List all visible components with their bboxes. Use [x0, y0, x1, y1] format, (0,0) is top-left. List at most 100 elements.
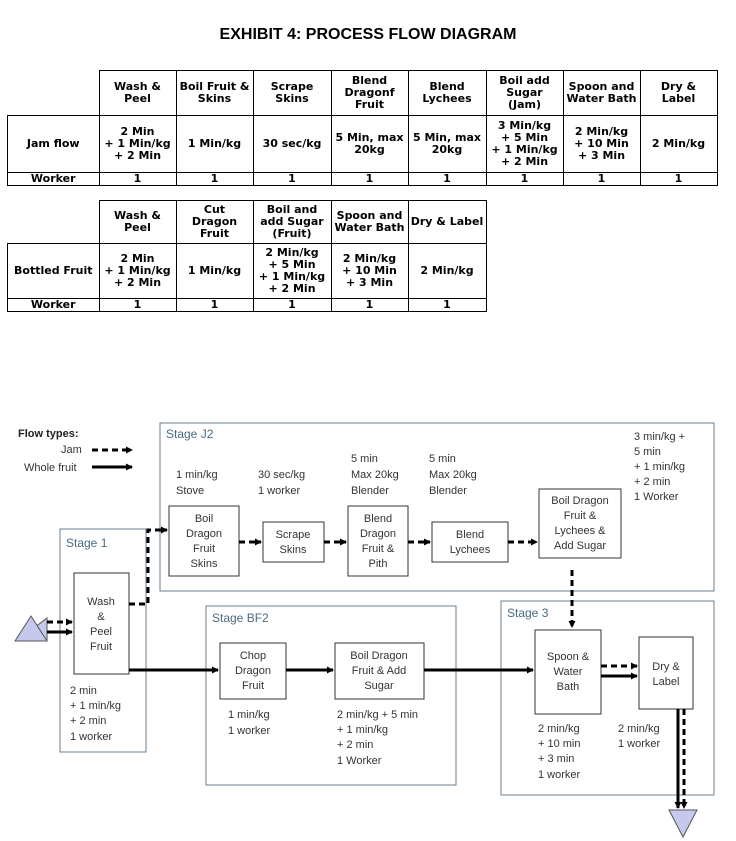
note-line: 30 sec/kg	[258, 469, 305, 481]
note-line: 2 min	[70, 685, 97, 697]
box-blend-dragon-line: Blend	[364, 513, 392, 525]
note-boil-sugar-jam: 3 min/kg + 5 min + 1 min/kg + 2 min 1 Wo…	[634, 431, 685, 503]
note-line: 1 Worker	[337, 755, 382, 767]
table-header-cell: Spoon and Water Bath	[330, 200, 409, 244]
note-scrape: 30 sec/kg 1 worker	[258, 469, 305, 497]
table-cell: 1 Min/kg	[175, 115, 254, 173]
legend-jam-label: Jam	[61, 444, 82, 456]
table-cell: 1	[98, 298, 177, 312]
stage-3-label: Stage 3	[507, 606, 549, 620]
note-line: 1 worker	[70, 731, 113, 743]
note-line: Stove	[176, 485, 204, 497]
box-boil-add-line: Fruit & Add	[352, 665, 406, 677]
note-boil-skins: 1 min/kg Stove	[176, 469, 218, 497]
note-blend-dragon: 5 min Max 20kg Blender	[351, 453, 399, 497]
stage-1-frame	[59, 528, 147, 753]
table-cell: 1	[639, 172, 718, 186]
box-wash-peel: Wash & Peel Fruit	[73, 572, 130, 675]
note-line: 5 min	[351, 453, 378, 465]
note-dry: 2 min/kg 1 worker	[618, 723, 661, 750]
box-scrape-line: Skins	[280, 544, 307, 556]
table-cell: 1	[562, 172, 641, 186]
table-cell: 2 Min/kg + 5 Min + 1 Min/kg + 2 Min	[252, 243, 332, 299]
box-boil-add-sugar-jam: Boil Dragon Fruit & Lychees & Add Sugar	[538, 488, 622, 559]
output-triangle	[668, 809, 698, 839]
box-boil-add-sugar-fruit: Boil Dragon Fruit & Add Sugar	[334, 642, 425, 700]
table-cell: 2 Min/kg + 10 Min + 3 Min	[562, 115, 641, 173]
table-header-cell: Wash & Peel	[98, 200, 177, 244]
box-scrape-skins: Scrape Skins	[262, 521, 325, 563]
box-blend-lychees: Blend Lychees	[431, 521, 509, 563]
table-cell: 2 Min/kg	[639, 115, 718, 173]
note-wash-peel: 2 min + 1 min/kg + 2 min 1 worker	[70, 685, 121, 743]
table-row: Worker 1 1 1 1 1 1 1 1	[7, 172, 718, 186]
bottled-fruit-table: Wash & Peel Cut Dragon Fruit Boil and ad…	[7, 200, 487, 312]
jam-flow-table: Wash & Peel Boil Fruit & Skins Scrape Sk…	[7, 70, 718, 186]
box-chop-line: Dragon	[235, 665, 271, 677]
stage-1-label: Stage 1	[66, 536, 108, 550]
stage-bf2-label: Stage BF2	[212, 611, 269, 625]
box-chop-line: Fruit	[242, 680, 264, 692]
note-line: + 1 min/kg	[70, 700, 121, 712]
page-title: EXHIBIT 4: PROCESS FLOW DIAGRAM	[219, 26, 517, 43]
table-corner-cell	[7, 70, 100, 116]
box-boil-sugar-line: Add Sugar	[554, 540, 606, 552]
note-line: + 2 min	[634, 476, 670, 488]
table-cell: 1	[98, 172, 177, 186]
row-label-cell: Worker	[7, 298, 100, 312]
table-header-row: Wash & Peel Boil Fruit & Skins Scrape Sk…	[7, 70, 718, 116]
stage-3-frame	[500, 600, 715, 796]
input-triangle-shape	[14, 615, 48, 642]
table-header-cell: Dry & Label	[639, 70, 718, 116]
table-header-cell: Boil add Sugar (Jam)	[485, 70, 564, 116]
note-line: + 10 min	[538, 738, 581, 750]
note-line: + 1 min/kg	[337, 724, 388, 736]
table-header-row: Wash & Peel Cut Dragon Fruit Boil and ad…	[7, 200, 487, 244]
box-chop-dragon: Chop Dragon Fruit	[219, 642, 287, 700]
note-line: Max 20kg	[351, 469, 399, 481]
table-header-cell: Boil and add Sugar (Fruit)	[252, 200, 332, 244]
note-line: 3 min/kg +	[634, 431, 685, 443]
jam-arrow-wash-to-boil	[129, 526, 168, 606]
note-line: 1 worker	[538, 769, 581, 781]
box-wash-line: &	[97, 611, 105, 623]
box-boil-sugar-line: Lychees &	[555, 525, 607, 537]
table-header-cell: Dry & Label	[407, 200, 487, 244]
table-corner-cell	[7, 200, 100, 244]
table-header-cell: Blend Dragonf Fruit	[330, 70, 409, 116]
table-cell: 1	[252, 172, 332, 186]
stage-j2-frame	[159, 422, 715, 592]
table-cell: 2 Min + 1 Min/kg + 2 Min	[98, 243, 177, 299]
table-header-cell: Boil Fruit & Skins	[175, 70, 254, 116]
note-line: Blender	[351, 485, 389, 497]
table-cell: 2 Min/kg + 10 Min + 3 Min	[330, 243, 409, 299]
table-cell: 1	[175, 172, 254, 186]
table-header-cell: Blend Lychees	[407, 70, 487, 116]
note-line: + 2 min	[337, 739, 373, 751]
box-wash-line: Wash	[87, 596, 115, 608]
note-line: + 3 min	[538, 753, 574, 765]
box-dry-label: Dry & Label	[638, 636, 694, 710]
box-boil-skins: Boil Dragon Fruit Skins	[168, 505, 240, 577]
box-blend-dragon-line: Pith	[369, 558, 388, 570]
legend-whole-fruit-label: Whole fruit	[24, 462, 77, 474]
note-line: + 1 min/kg	[634, 461, 685, 473]
box-boil-sugar-line: Fruit &	[564, 510, 597, 522]
row-label-cell: Worker	[7, 172, 100, 186]
note-line: 5 min	[634, 446, 661, 458]
table-row: Jam flow 2 Min + 1 Min/kg + 2 Min 1 Min/…	[7, 115, 718, 173]
box-blend-lychees-line: Lychees	[450, 544, 491, 556]
note-line: + 2 min	[70, 715, 106, 727]
box-blend-dragon: Blend Dragon Fruit & Pith	[347, 505, 409, 577]
box-blend-dragon-line: Fruit &	[362, 543, 395, 555]
table-cell: 5 Min, max 20kg	[407, 115, 487, 173]
note-line: Max 20kg	[429, 469, 477, 481]
row-label-cell: Jam flow	[7, 115, 100, 173]
table-cell: 1	[407, 298, 487, 312]
table-cell: 1	[252, 298, 332, 312]
box-spoon-water-bath: Spoon & Water Bath	[534, 629, 602, 715]
box-boil-skins-line: Dragon	[186, 528, 222, 540]
box-blend-lychees-line: Blend	[456, 529, 484, 541]
table-cell: 1	[175, 298, 254, 312]
table-cell: 1 Min/kg	[175, 243, 254, 299]
